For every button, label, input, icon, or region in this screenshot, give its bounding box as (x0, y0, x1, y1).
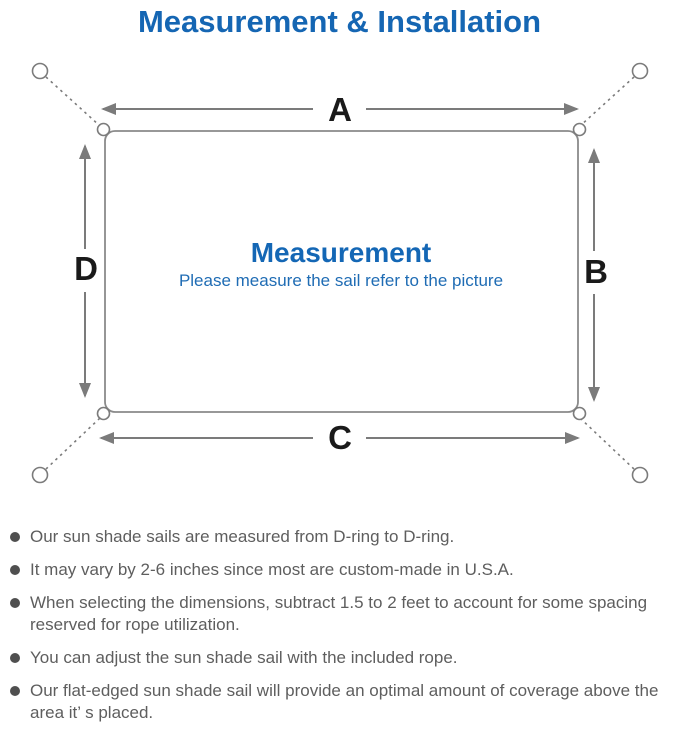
bullet-icon (10, 653, 20, 663)
d-ring-bottom-right (572, 406, 587, 421)
notes-list: Our sun shade sails are measured from D-… (0, 526, 679, 724)
note-text: When selecting the dimensions, subtract … (30, 593, 648, 634)
d-ring-top-right (572, 122, 587, 137)
page-title: Measurement & Installation (137, 4, 542, 39)
list-item: You can adjust the sun shade sail with t… (10, 647, 673, 669)
diagram-center-subtitle: Please measure the sail refer to the pic… (179, 271, 503, 290)
list-item: Our sun shade sails are measured from D-… (10, 526, 673, 548)
bullet-icon (10, 565, 20, 575)
bullet-icon (10, 686, 20, 696)
dimension-label-d: D (74, 250, 98, 287)
d-ring-bottom-left (96, 406, 111, 421)
bullet-icon (10, 598, 20, 608)
note-text: Our sun shade sails are measured from D-… (30, 527, 455, 546)
rope-line-bottom-left (45, 417, 101, 470)
dimension-label-b: B (584, 253, 608, 290)
shade-sail-outline (104, 130, 579, 413)
diagram-center-title: Measurement (251, 237, 432, 268)
list-item: When selecting the dimensions, subtract … (10, 592, 673, 636)
anchor-point-bottom-right (631, 466, 649, 484)
rope-line-bottom-right (579, 417, 635, 470)
list-item: It may vary by 2-6 inches since most are… (10, 559, 673, 581)
anchor-point-bottom-left (31, 466, 49, 484)
anchor-point-top-left (31, 62, 49, 80)
note-text: It may vary by 2-6 inches since most are… (30, 560, 514, 579)
rope-line-top-right (579, 76, 635, 127)
diagram-svg: A C D B Measurement Please measure the s… (31, 62, 649, 484)
bullet-icon (10, 532, 20, 542)
dimension-label-a: A (328, 91, 352, 128)
note-text: You can adjust the sun shade sail with t… (30, 648, 458, 667)
dimension-label-c: C (328, 419, 352, 456)
sail-measurement-diagram: A C D B Measurement Please measure the s… (0, 52, 679, 512)
list-item: Our flat-edged sun shade sail will provi… (10, 680, 673, 724)
rope-line-top-left (45, 76, 101, 127)
note-text: Our flat-edged sun shade sail will provi… (30, 681, 659, 722)
d-ring-top-left (96, 122, 111, 137)
anchor-point-top-right (631, 62, 649, 80)
